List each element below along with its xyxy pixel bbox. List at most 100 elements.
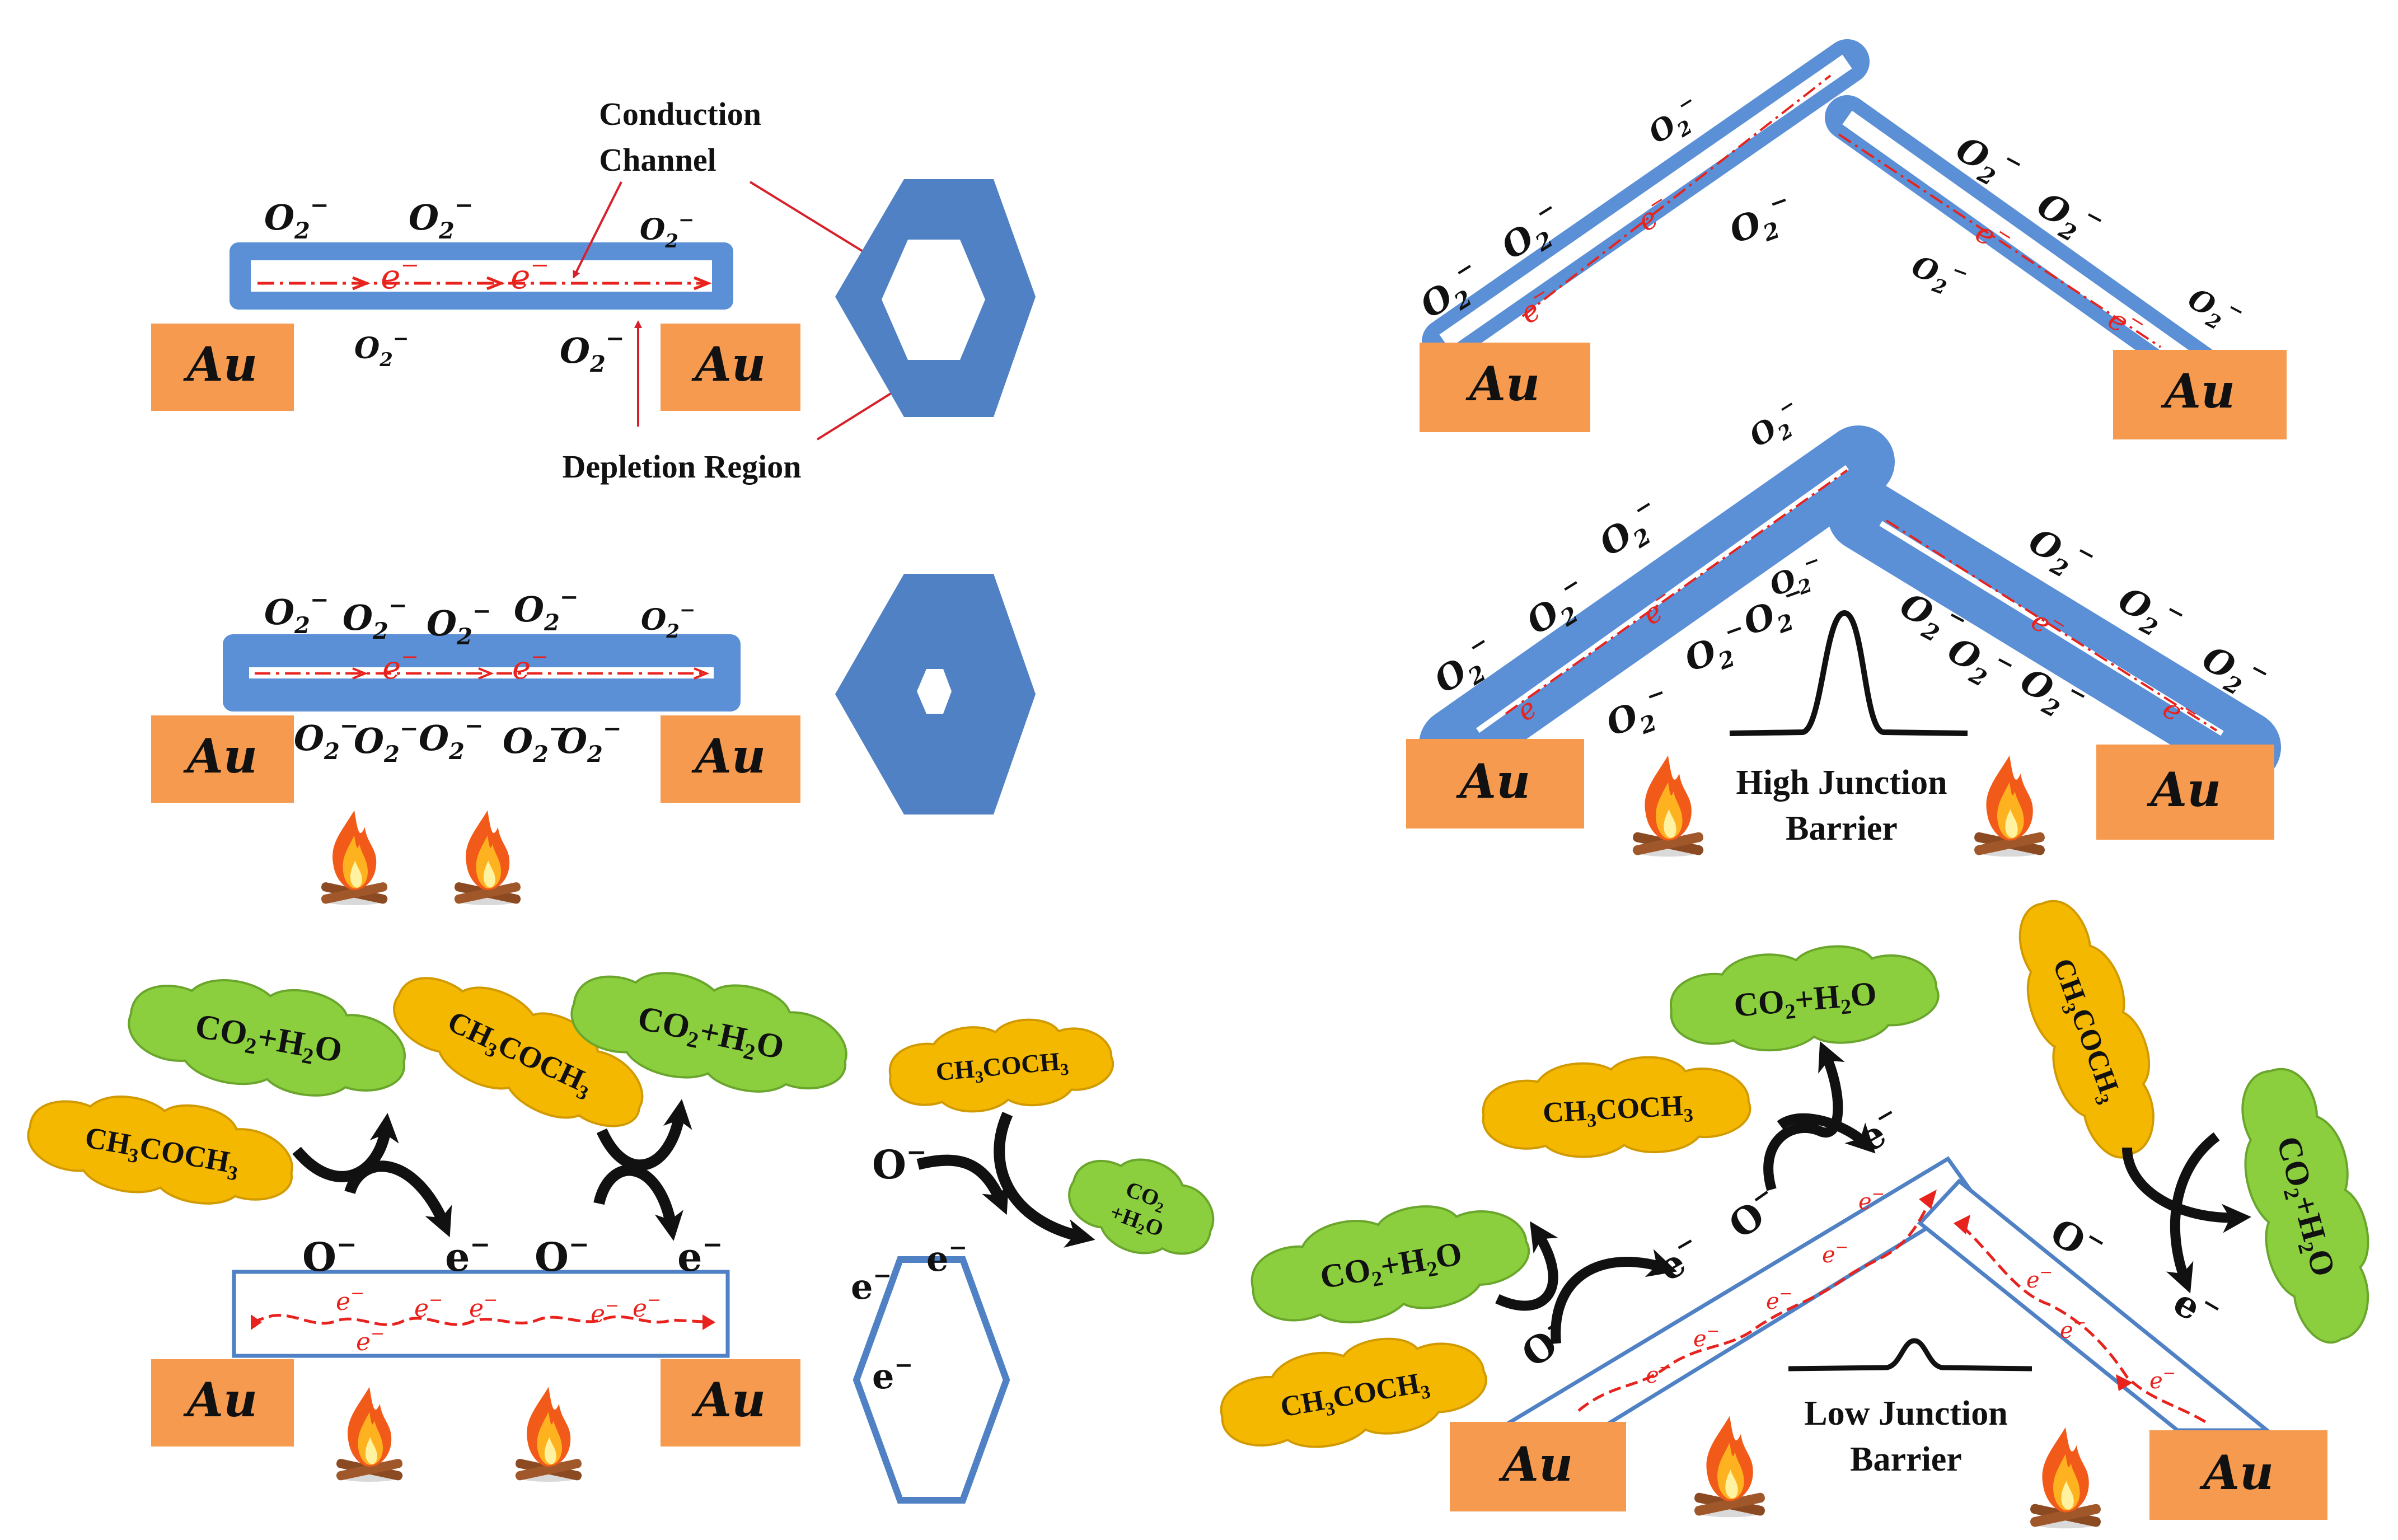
au-label: Au (1465, 356, 1540, 411)
electron: e− (1766, 1284, 1792, 1314)
oxygen-ion (409, 192, 474, 244)
oxygen-ion (557, 715, 622, 767)
svg-text:CO2+H2O: CO2+H2O (191, 1007, 345, 1074)
depletion-region-label: Depletion Region (563, 448, 802, 485)
oxygen-ion (1905, 245, 1972, 305)
acetone-cloud: CH3COCH3 (2018, 900, 2155, 1159)
oxygen-ion (1678, 614, 1757, 686)
electron: e− (1858, 1185, 1885, 1215)
au-electrode-right (661, 324, 800, 411)
electron: e− (1849, 1098, 1910, 1161)
oxygen-anion: O− (535, 1230, 589, 1280)
flame-icon (2029, 1427, 2102, 1529)
panel-junction-acetone: e− e− e− e− e− e− e− e− Low Junction Bar… (1220, 900, 2369, 1529)
oxygen-ion (1599, 678, 1678, 750)
flame-icon (453, 810, 522, 905)
electron: e− (926, 1234, 967, 1279)
au-electrode-left (1450, 1422, 1626, 1511)
au-electrode-right (2149, 1430, 2327, 1520)
electron: e− (336, 1284, 364, 1316)
oxygen-ion (294, 713, 359, 765)
oxygen-ion (264, 587, 329, 639)
electron: e− (851, 1262, 892, 1307)
flame-icon (514, 1387, 583, 1482)
au-label: Au (2199, 1445, 2274, 1500)
oxygen-ion (1741, 392, 1811, 459)
electron: e− (872, 1352, 913, 1397)
high-junction-barrier-label: Barrier (1786, 809, 1898, 848)
au-electrode-right (2113, 350, 2287, 439)
au-label: Au (691, 1372, 766, 1427)
au-label: Au (183, 728, 257, 784)
oxygen-ion (354, 715, 419, 767)
oxygen-anion: O− (302, 1230, 357, 1280)
panel-junction-heated: e− e− e− e− High Junction Barrier Au A (1406, 392, 2281, 857)
oxygen-anion: O− (1718, 1178, 1788, 1247)
panel-nanowire-air: e− e− Au Au Conduction Channel Depletion… (151, 96, 1036, 485)
electron-path (1961, 1225, 2207, 1424)
electron: e− (633, 1290, 661, 1323)
electron: e− (445, 1230, 490, 1280)
flame-icon (1632, 755, 1704, 857)
product-cloud: CO2+H2O (1250, 1205, 1530, 1324)
product-cloud: CO2+H2O (570, 972, 847, 1093)
electron: e− (512, 644, 549, 686)
panel-nanowire-acetone: e− e− e− e− e− e− Au Au CO2+H2O CH3COCH3… (27, 972, 1215, 1504)
svg-text:CO2+H2O: CO2+H2O (1732, 975, 1879, 1028)
nanowire-outline (232, 1270, 730, 1358)
au-electrode-right (2096, 745, 2274, 840)
electron: e− (414, 1290, 443, 1323)
low-junction-barrier-label: Low Junction (1804, 1394, 2007, 1433)
hexagon-core (917, 669, 952, 714)
high-junction-barrier-label: High Junction (1736, 764, 1947, 802)
annotation-arrow (573, 181, 622, 279)
electron: e− (1634, 584, 1681, 631)
au-label: Au (183, 336, 257, 392)
svg-text:CH3COCH3: CH3COCH3 (935, 1046, 1070, 1090)
panel-junction-air: e− e− e− e− Au Au (1410, 39, 2287, 439)
oxygen-ion (514, 584, 579, 636)
product-cloud: CO2+H2O (128, 979, 406, 1097)
svg-text:CH3COCH3: CH3COCH3 (1542, 1089, 1694, 1134)
oxygen-ion (264, 192, 329, 244)
oxygen-ion (560, 325, 625, 377)
oxygen-ion (419, 713, 484, 765)
product-cloud: CO2+H2O (1669, 945, 1940, 1052)
conduction-channel (251, 260, 712, 292)
flame-icon (1973, 755, 2046, 857)
electron: e− (2149, 1364, 2176, 1394)
electron: e− (382, 644, 419, 686)
reaction-arrows (1495, 1041, 2251, 1344)
au-electrode-left (151, 715, 294, 803)
oxygen-ion (1722, 186, 1801, 258)
barrier-curve-low (1788, 1338, 2032, 1372)
electron: e− (1822, 1238, 1848, 1268)
electron: e− (2166, 1276, 2227, 1339)
svg-text:CH3COCH3: CH3COCH3 (1278, 1366, 1432, 1428)
oxygen-ion (354, 327, 409, 371)
au-electrode-left (1406, 739, 1584, 828)
barrier-curve-high (1729, 610, 1968, 736)
electron: e− (2060, 1313, 2086, 1344)
product-cloud: CO2+H2O (2241, 1068, 2369, 1344)
electron: e− (381, 252, 419, 297)
oxygen-ion (2180, 278, 2249, 343)
au-label: Au (691, 336, 766, 392)
au-electrode-left (151, 324, 294, 411)
au-electrode-right (661, 715, 800, 803)
au-label: Au (2161, 363, 2235, 419)
electron: e− (677, 1230, 723, 1280)
panel-nanowire-heated: e− e− Au Au (151, 574, 1036, 905)
conduction-channel-label: Channel (599, 142, 716, 178)
acetone-cloud: CH3COCH3 (393, 977, 644, 1127)
au-label: Au (1456, 753, 1530, 809)
acetone-cloud: CH3COCH3 (27, 1096, 293, 1205)
acetone-cloud: CH3COCH3 (1482, 1056, 1751, 1158)
electron: e− (1646, 1358, 1672, 1388)
au-label: Au (2147, 762, 2221, 817)
flame-icon (335, 1387, 404, 1482)
au-electrode-left (151, 1359, 294, 1447)
electron: e− (469, 1290, 498, 1323)
oxygen-anion: O− (1511, 1307, 1581, 1376)
